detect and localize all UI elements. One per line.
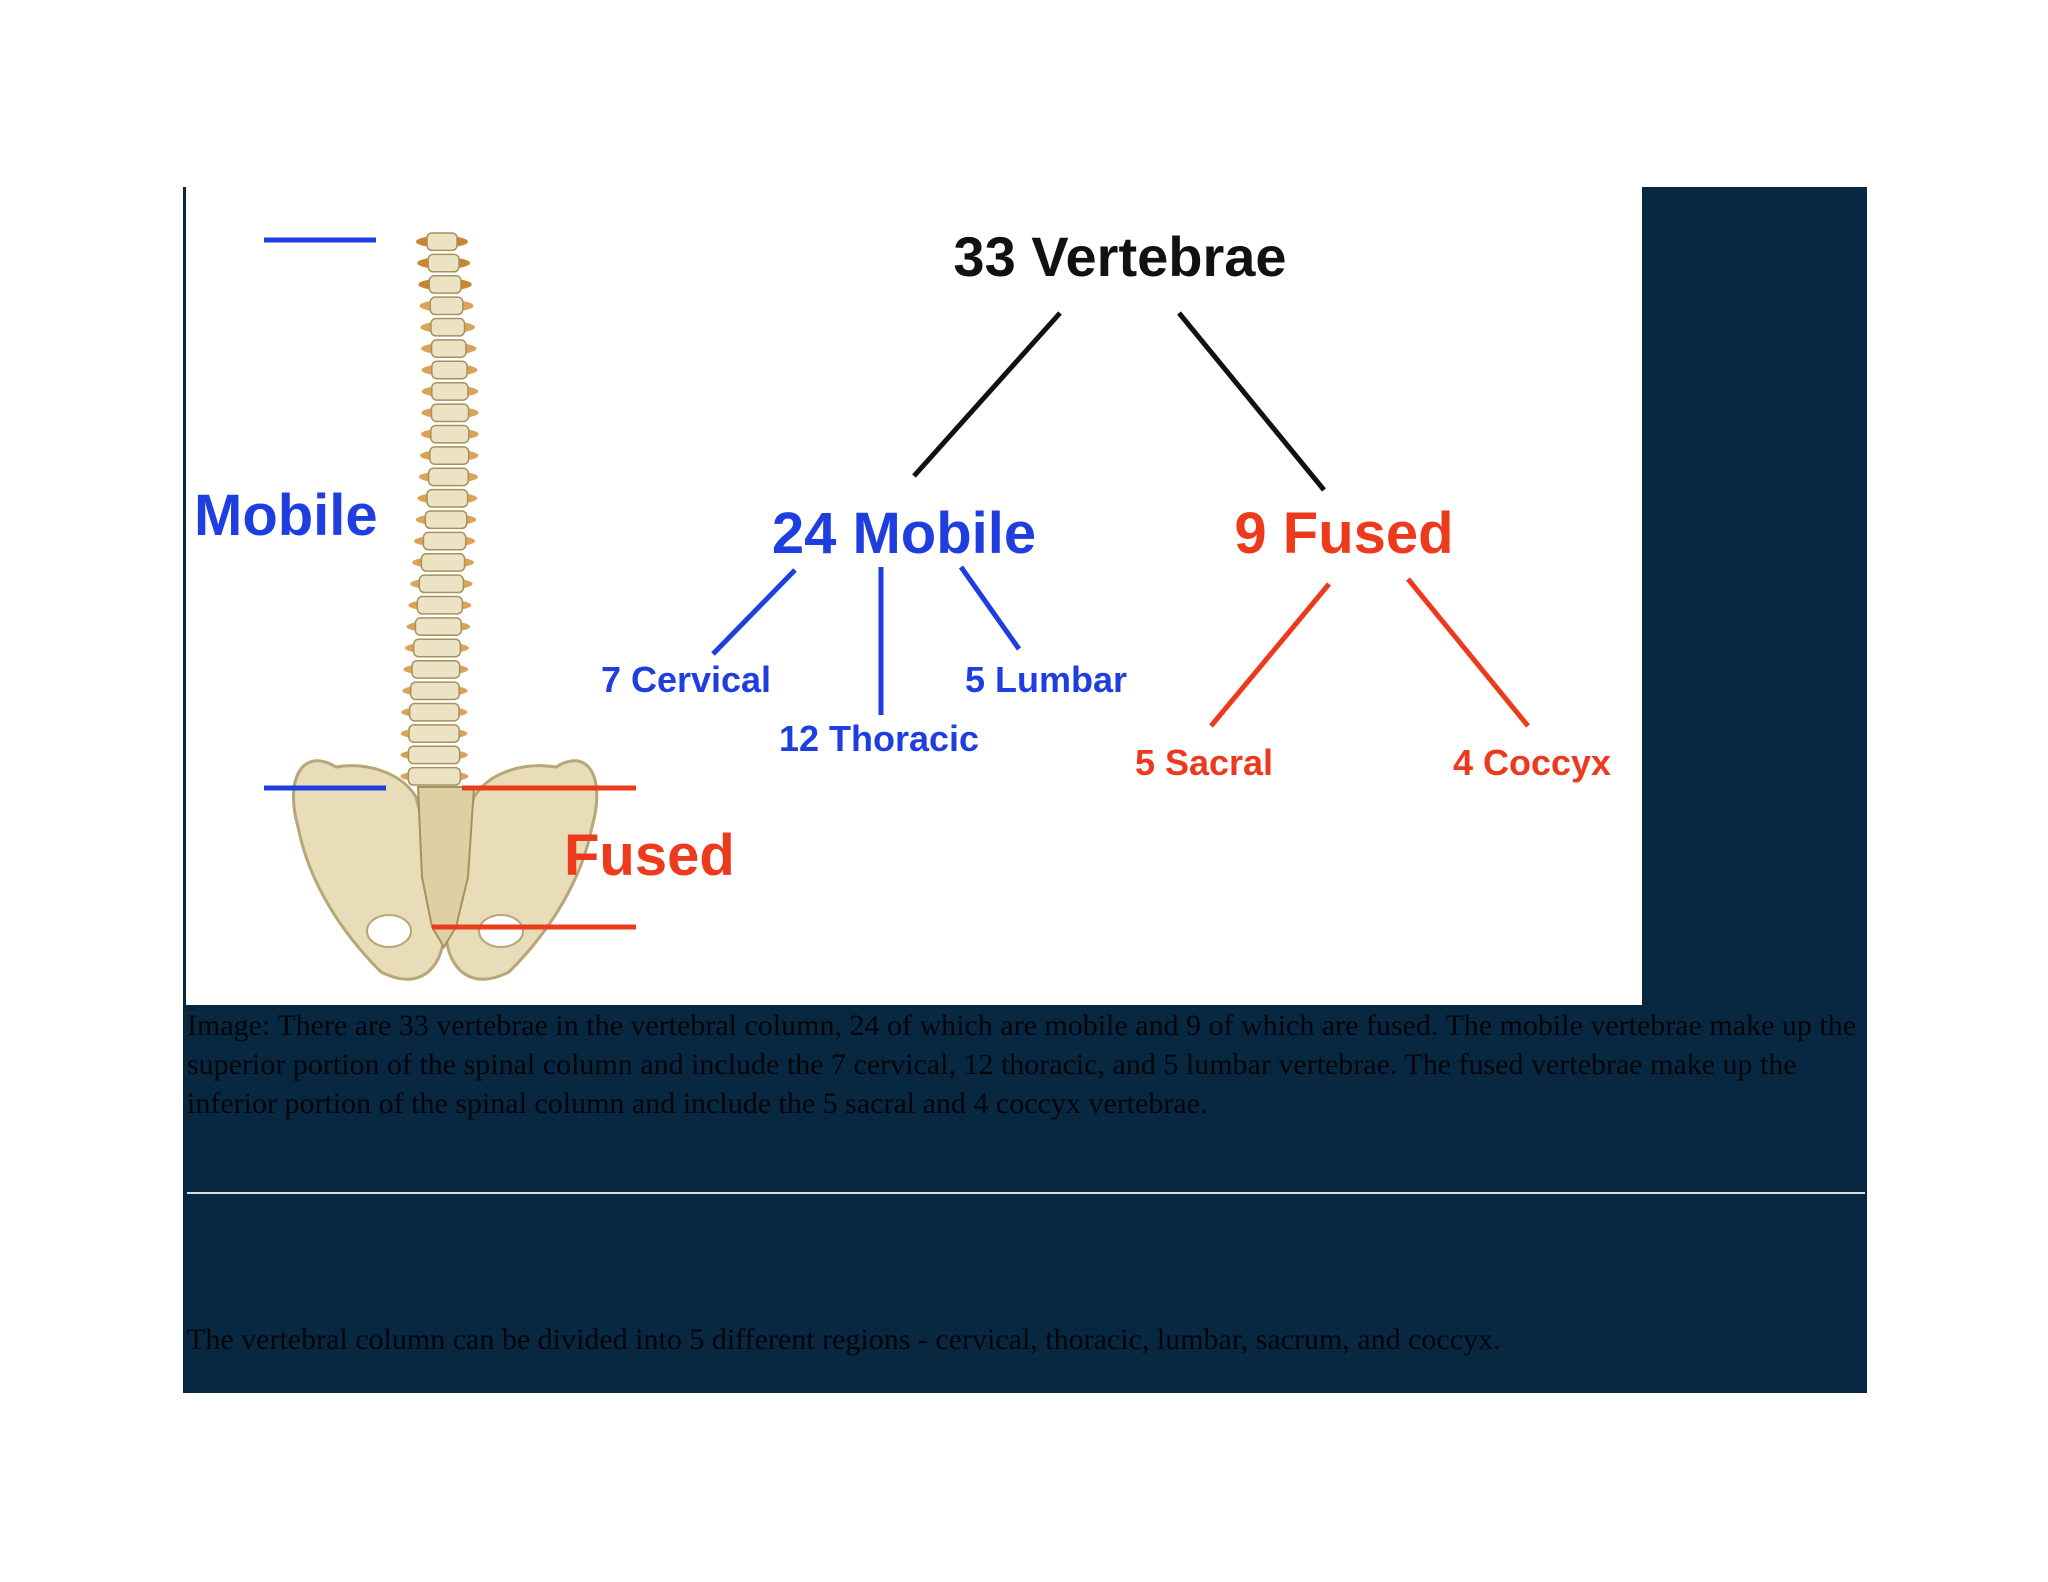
vertebra-body [408,702,460,722]
vertebra-body [430,403,470,423]
summary-paragraph: The vertebral column can be divided into… [187,1323,1501,1356]
tree-cervical-label: 7 Cervical [601,659,771,700]
vertebra-body [429,446,470,465]
vertebra-body [426,488,469,508]
vertebra-body [427,467,470,487]
tree-edge-root-mobile [912,311,1062,478]
vertebra-body [431,381,469,401]
spine-label-fused: Fused [564,823,735,888]
vertebra-body [408,724,460,743]
vertebra-body [431,360,468,380]
sacrum [416,786,476,949]
tree-coccyx-label: 4 Coccyx [1453,742,1611,783]
vertebra-body [412,638,462,658]
vertebra-body [430,424,470,444]
vertebra-body [430,339,467,359]
spine-label-mobile: Mobile [194,483,378,548]
tree-thoracic-label: 12 Thoracic [779,718,979,759]
vertebra-body [424,510,468,530]
vertebra-body [429,296,464,316]
vertebra-body [427,253,460,273]
section-divider [187,1192,1865,1194]
tree-root-label: 33 Vertebrae [953,225,1286,288]
vertebra-body [418,574,465,594]
vertebra-body [414,617,462,637]
tree-edge-root-fused [1177,311,1326,492]
tree-sacral-label: 5 Sacral [1135,742,1273,783]
spine-illustration [292,232,599,981]
vertebra-body [411,659,461,679]
vertebra-body [422,531,467,551]
vertebra-body [430,317,466,337]
vertebra-body [407,766,462,786]
vertebra-body [407,745,461,765]
tree-mobile-label: 24 Mobile [772,501,1036,566]
tree-lumbar-label: 5 Lumbar [965,659,1127,700]
tree-edge-mobile-lumbar [958,565,1022,651]
figure-caption: Image: There are 33 vertebrae in the ver… [187,1009,1857,1120]
tree-fused-label: 9 Fused [1234,501,1453,566]
vertebra-body [428,275,462,294]
vertebrae-diagram: Mobile Fused 33 Vertebrae 24 Mobile 9 Fu… [194,225,1611,981]
tree-edge-fused-coccyx [1406,577,1530,728]
vertebra-body [426,232,458,252]
tree-edge-fused-sacral [1209,582,1331,728]
vertebrae-figure: Mobile Fused 33 Vertebrae 24 Mobile 9 Fu… [186,187,1642,1005]
vertebra-body [416,595,464,615]
vertebral-column [400,232,479,786]
tree-edge-mobile-cervical [711,568,797,656]
vertebra-body [409,681,460,701]
vertebra-body [420,553,466,572]
